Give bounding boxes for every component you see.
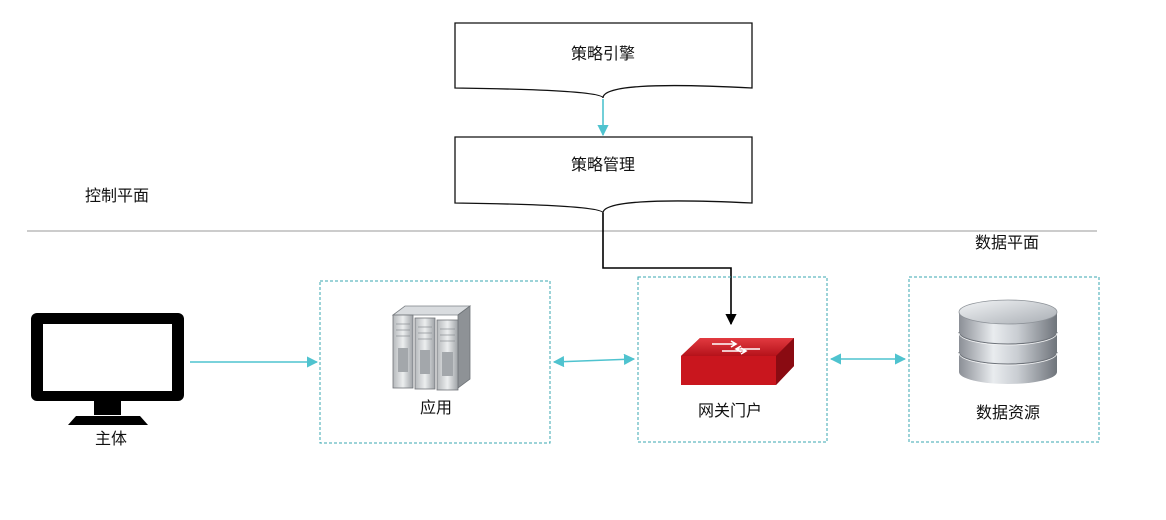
monitor-icon <box>31 313 184 425</box>
management-to-gateway-arrow <box>602 213 737 326</box>
data-resource-label: 数据资源 <box>975 403 1041 422</box>
control-plane-label: 控制平面 <box>85 186 150 205</box>
data-resource-container <box>908 276 1100 443</box>
gateway-portal-label: 网关门户 <box>697 401 763 420</box>
policy-engine-label: 策略引擎 <box>570 44 636 63</box>
database-icon <box>958 299 1058 384</box>
application-gateway-arrow <box>552 353 636 368</box>
policy-management-box <box>454 136 753 214</box>
policy-engine-box <box>454 22 753 99</box>
application-container <box>319 280 551 444</box>
application-label: 应用 <box>419 398 453 417</box>
data-plane-label: 数据平面 <box>975 233 1040 252</box>
gateway-container <box>637 276 828 443</box>
policy-management-label: 策略管理 <box>570 155 636 174</box>
network-switch-icon <box>681 338 794 385</box>
server-rack-icon <box>391 305 472 391</box>
subject-label: 主体 <box>94 429 128 448</box>
